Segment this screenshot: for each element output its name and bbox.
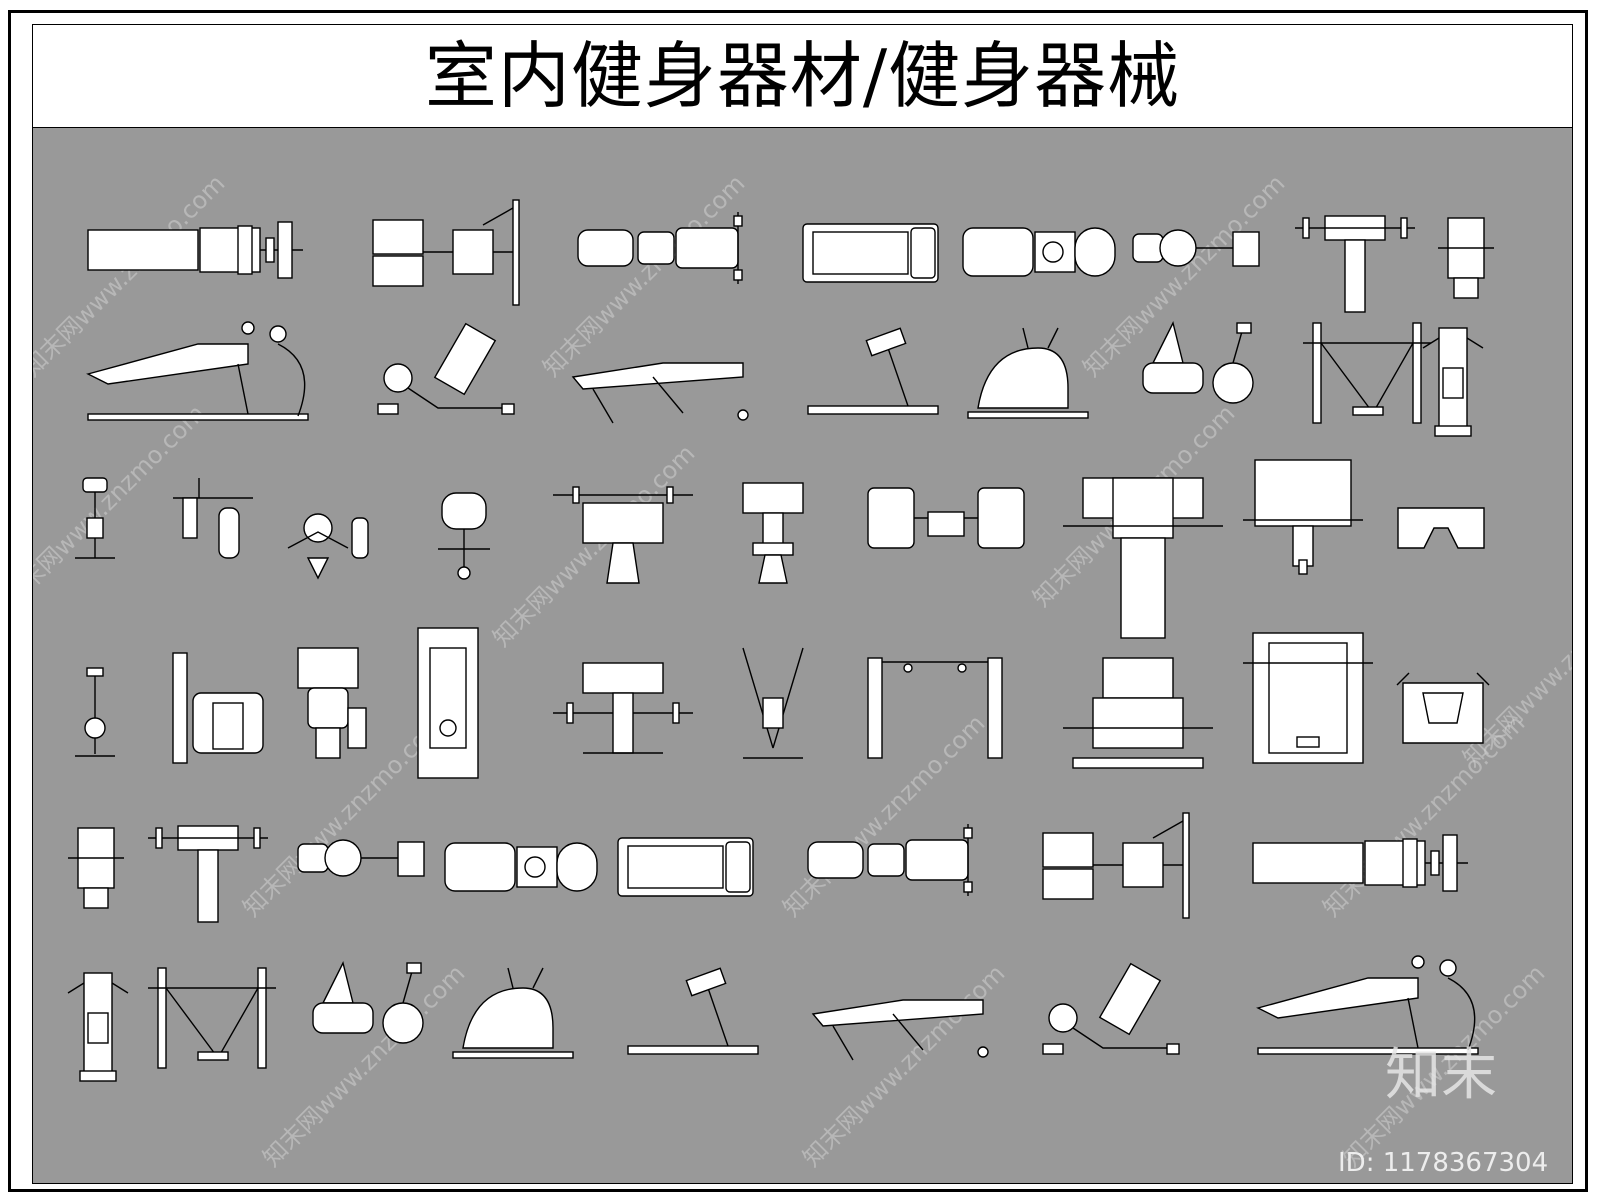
multi-gym-plan [67,827,125,909]
watermark: 知末网www.znzmo.com [777,709,990,922]
leg-press-front [1062,657,1214,769]
watermark: 知末网www.znzmo.com [537,169,750,382]
image-id-label: ID: 1178367304 [1338,1148,1549,1178]
flat-bench-plan [1252,834,1469,892]
watermark: 知末网www.znzmo.com [257,959,470,1172]
equipment-row [87,199,1495,313]
hyperextension-bench-side [377,322,515,415]
recumbent-bike-side [312,962,424,1044]
single-stack-side [417,627,479,779]
watermark: 知末网www.znzmo.com [797,959,1010,1172]
brand-logo: 知末 [1385,1043,1497,1108]
elliptical-plan [444,842,598,892]
hyperextension-bench-side [1042,962,1180,1055]
olympic-bench-front [552,662,694,754]
smith-machine-plan [1242,459,1364,575]
vertical-row-front [742,647,804,759]
treadmill-side [627,967,759,1055]
chest-press-plan [287,513,369,579]
title-band: 室内健身器材/健身器械 [33,25,1572,128]
multi-gym-front [1422,327,1484,437]
decline-bench-side [572,362,749,424]
incline-leg-press-side [87,321,309,421]
bench-press-rack-plan [1042,812,1190,919]
abdominal-machine-front [1396,672,1490,744]
lat-pulldown-side [172,652,264,764]
power-rack-side [1302,322,1432,424]
power-rack-side [147,967,277,1069]
page-title: 室内健身器材/健身器械 [424,34,1181,118]
equipment-row [74,627,1490,779]
flat-bench-plan [87,221,304,279]
upright-bike-side [74,667,116,757]
elliptical-side [967,327,1089,419]
pec-deck-plan [172,477,254,559]
watermark: 知末网www.znzmo.com [487,439,700,652]
recumbent-bike-side [1142,322,1254,404]
equipment-row [67,955,1479,1082]
equipment-row [87,321,1484,437]
elliptical-side [452,967,574,1059]
shoulder-press-front [297,647,367,759]
inner-frame [32,24,1573,1184]
drawing-canvas: 知末网www.znzmo.com 知末网www.znzmo.com 知末网www… [33,128,1572,1183]
multi-gym-front [67,972,129,1082]
recumbent-bike-plan [297,839,425,877]
rotary-torso-plan [437,492,491,580]
power-rack-front [1242,632,1374,764]
abdominal-machine-plan [1397,507,1485,549]
dual-station-plan [867,487,1025,549]
bench-press-rack-plan [372,199,520,306]
treadmill-side [807,327,939,415]
outer-frame [8,10,1588,1192]
treadmill-plan [802,223,939,283]
multi-gym-plan [1437,217,1495,299]
watermark: 知末网www.znzmo.com [1077,169,1290,382]
row-station-plan [742,482,804,584]
equipment-drawing: 知末网www.znzmo.com 知末网www.znzmo.com 知末网www… [33,169,1572,1172]
cable-crossover-front [867,657,1003,759]
treadmill-plan [617,837,754,897]
equipment-row [74,459,1485,639]
elliptical-plan [962,227,1116,277]
squat-rack-plan [1294,215,1416,313]
